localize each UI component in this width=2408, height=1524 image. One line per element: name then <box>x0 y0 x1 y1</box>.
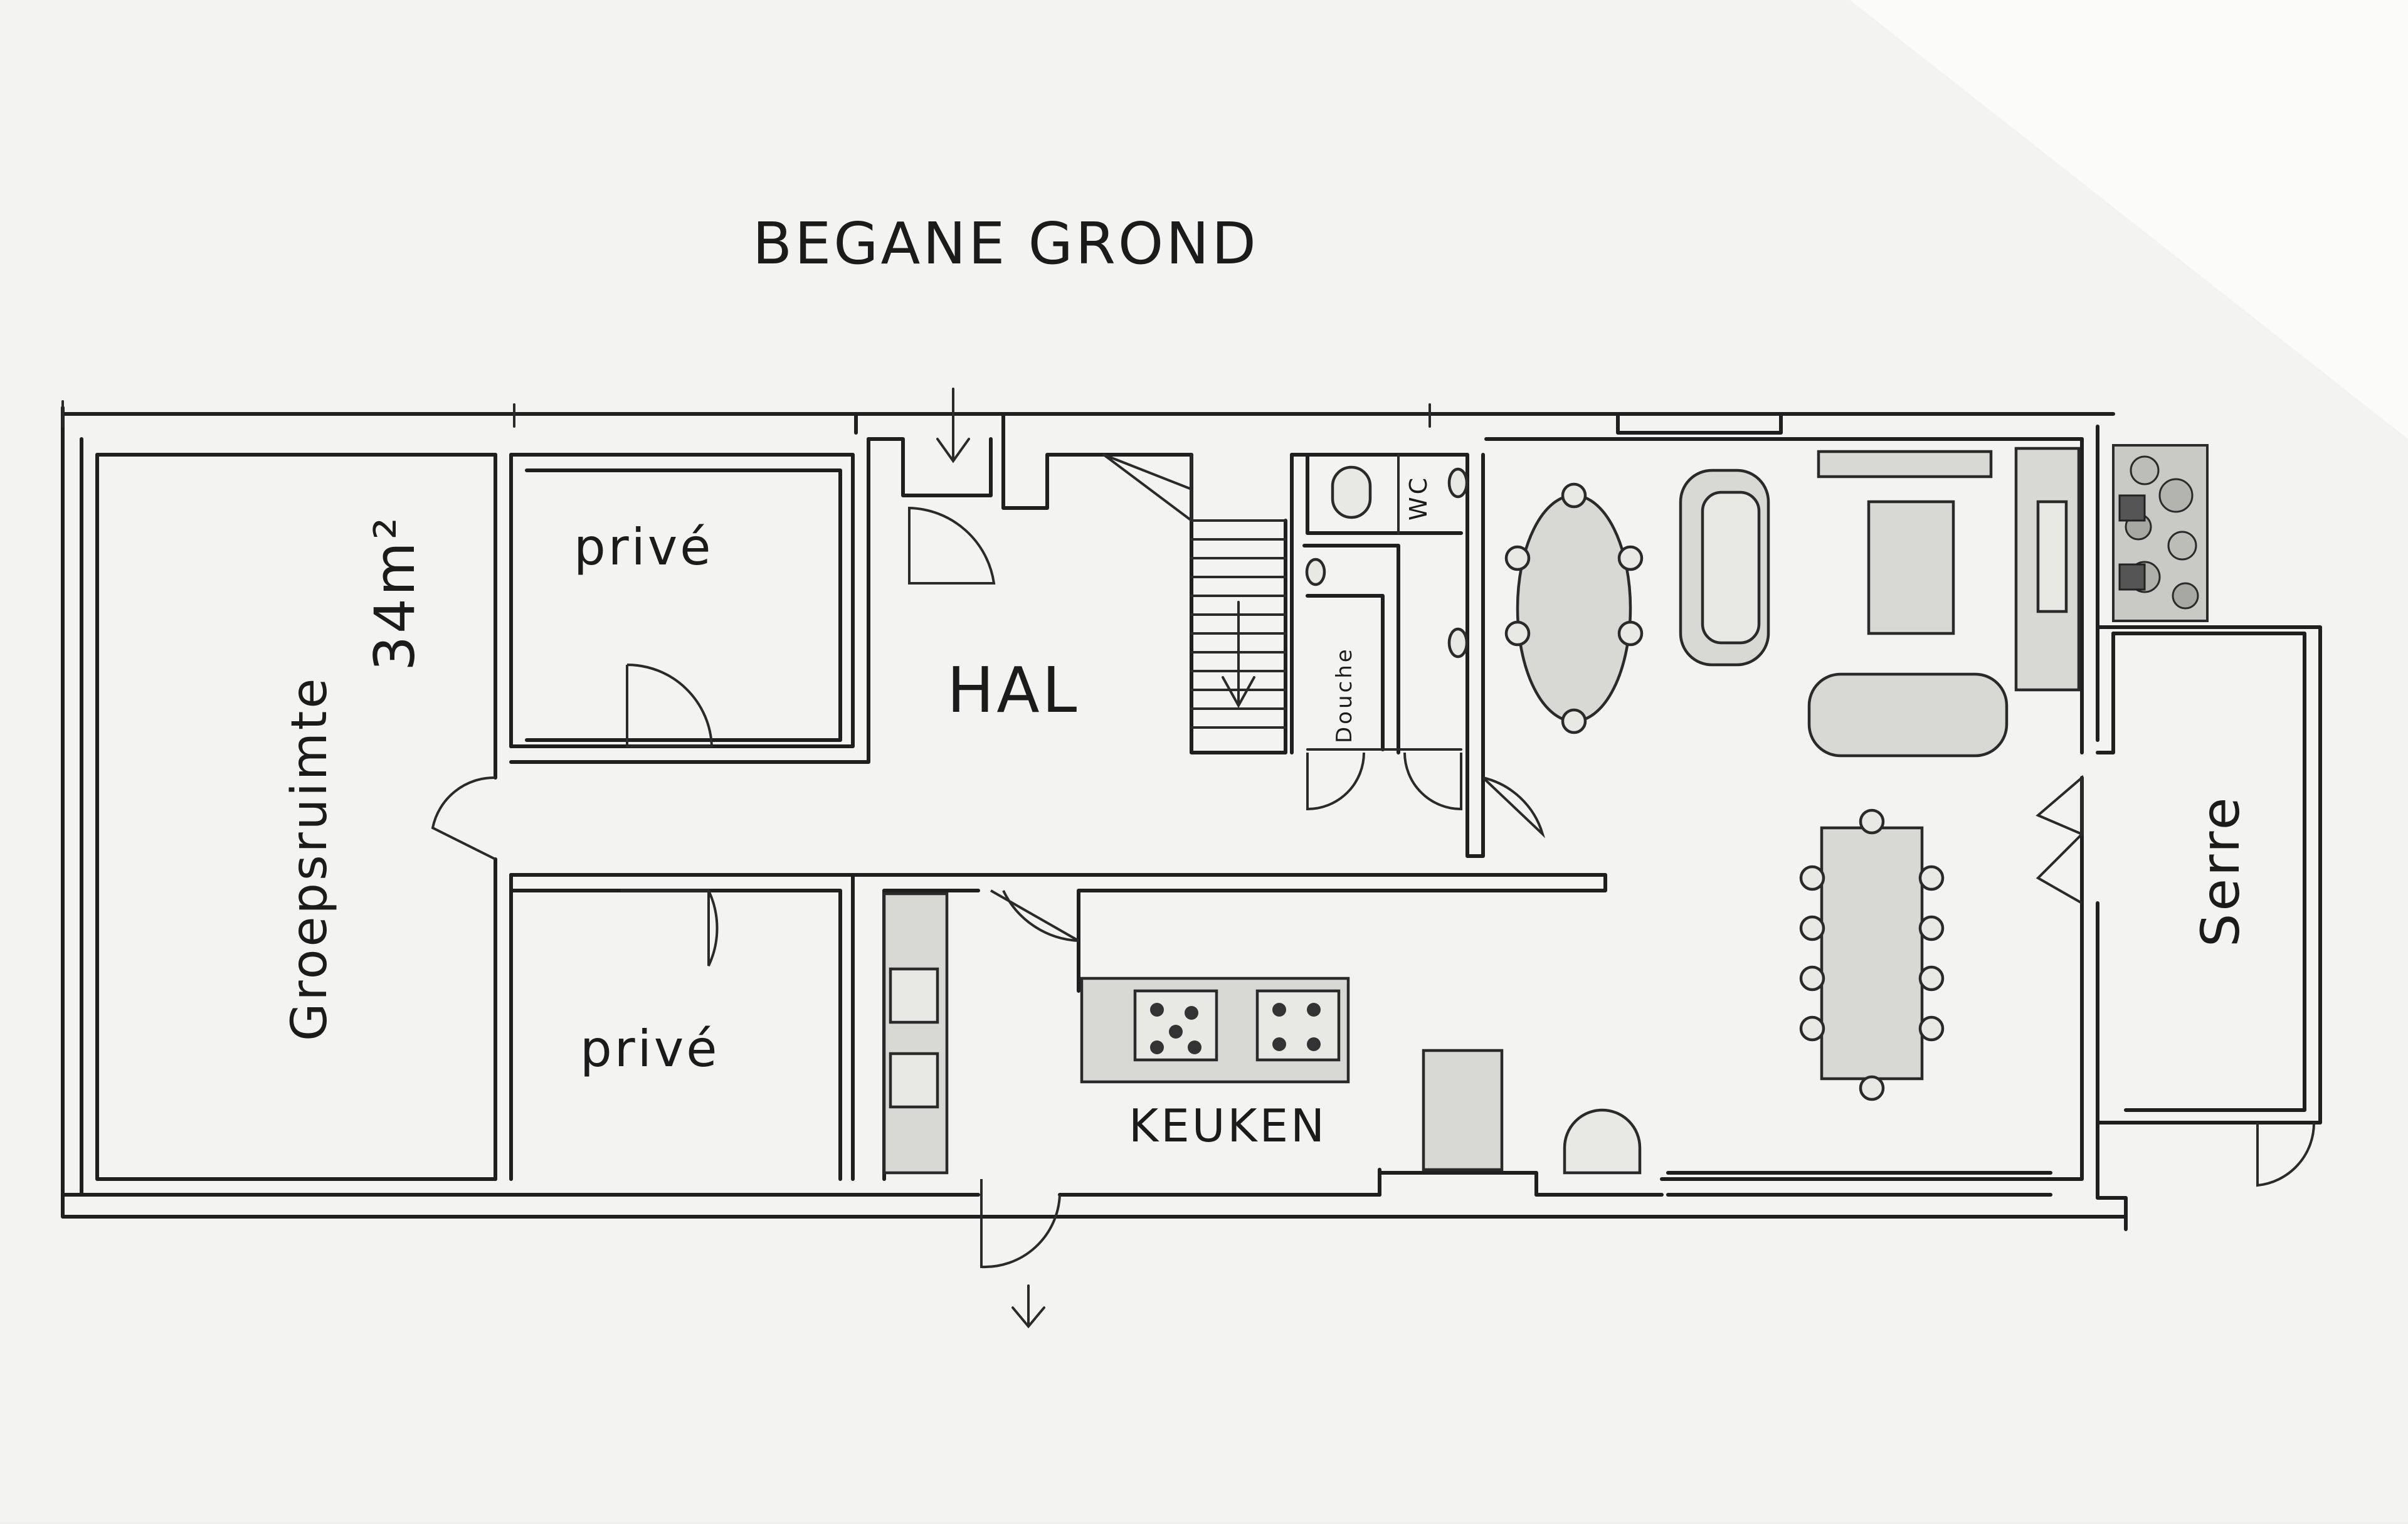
chair-icon <box>1617 545 1644 571</box>
chair-icon <box>1918 915 1945 941</box>
chair-icon <box>1799 1015 1825 1042</box>
burner-icon <box>1272 1037 1286 1051</box>
area-label: 34m² <box>362 515 427 671</box>
douche-door[interactable] <box>1306 752 1365 811</box>
chair-icon <box>1859 1075 1885 1101</box>
wall-cabinet <box>1817 450 1993 479</box>
small-table <box>1422 1049 1504 1172</box>
prive-bottom-label: privé <box>580 1020 719 1078</box>
burner-icon <box>1185 1006 1198 1020</box>
burner-icon <box>1150 1040 1164 1054</box>
chair-icon <box>1617 620 1644 647</box>
chair-icon <box>1918 965 1945 992</box>
serre-door-lower[interactable] <box>2036 833 2083 904</box>
chair-icon <box>1799 915 1825 941</box>
toilet-icon <box>1331 465 1372 519</box>
outer-walls <box>61 400 2128 1231</box>
oval-dining-table <box>1516 494 1632 723</box>
plan-title: BEGANE GROND <box>752 210 1259 277</box>
serre-door-upper[interactable] <box>2036 775 2083 837</box>
chair-icon <box>1799 865 1825 891</box>
keuken-door[interactable] <box>990 889 1079 942</box>
left-doors <box>431 506 1079 1329</box>
prive-top-door[interactable] <box>626 664 714 748</box>
chair-icon <box>1561 708 1587 734</box>
douche-label: Douche <box>1332 647 1357 743</box>
wc-sink-icon <box>1305 558 1326 586</box>
serre-block <box>2036 625 2322 1187</box>
wash-basin-icon <box>1447 467 1469 499</box>
sofa-horizontal <box>1807 672 2009 758</box>
burner-icon <box>1272 1003 1286 1017</box>
staircase <box>1102 453 1294 754</box>
sofa-cushion <box>1701 490 1761 645</box>
hal-label: HAL <box>947 654 1079 727</box>
chair-icon <box>1504 620 1531 647</box>
serre-label: Serre <box>2190 795 2251 947</box>
long-dining-table <box>1820 826 1924 1081</box>
burner-icon <box>1188 1040 1201 1054</box>
prive-top-label: privé <box>574 518 713 576</box>
burner-icon <box>1169 1025 1183 1039</box>
chair-icon <box>1918 865 1945 891</box>
wc-douche-block <box>1290 453 1546 858</box>
chair-icon <box>1918 1015 1945 1042</box>
groepsruimte-door[interactable] <box>431 776 496 860</box>
fireplace-insert <box>2036 500 2068 613</box>
chair-icon <box>1859 808 1885 835</box>
hal-living-door[interactable] <box>1482 776 1546 839</box>
kitchen-sink-icon <box>889 967 939 1024</box>
paper-highlight <box>1850 0 2408 439</box>
douche-basin-icon <box>1447 627 1469 659</box>
entrance-niche <box>867 388 1193 510</box>
keuken-label: KEUKEN <box>1129 1099 1327 1152</box>
coffee-table <box>1867 500 1955 635</box>
living-furniture <box>1504 447 2081 1101</box>
entrance-door[interactable] <box>908 506 996 585</box>
chair-icon <box>1504 545 1531 571</box>
serre-outer-door[interactable] <box>2256 1122 2316 1187</box>
stove-right-icon <box>1255 989 1341 1062</box>
kitchen-furniture <box>882 892 1642 1175</box>
wc-label: WC <box>1405 475 1432 521</box>
side-cabinet <box>2014 447 2081 692</box>
chair-icon <box>1561 482 1587 509</box>
armchair-icon <box>1563 1108 1642 1175</box>
wc-door[interactable] <box>1403 752 1462 811</box>
groepsruimte-label: Groepsruimte <box>282 676 338 1041</box>
stone-chimney <box>2112 444 2209 622</box>
kitchen-sink-2-icon <box>889 1052 939 1109</box>
back-door[interactable] <box>980 1179 1061 1269</box>
chair-icon <box>1799 965 1825 992</box>
burner-icon <box>1307 1003 1321 1017</box>
kitchen-counter <box>882 892 949 1175</box>
burner-icon <box>1307 1037 1321 1051</box>
prive-bottom-door[interactable] <box>621 889 719 966</box>
burner-icon <box>1150 1003 1164 1017</box>
